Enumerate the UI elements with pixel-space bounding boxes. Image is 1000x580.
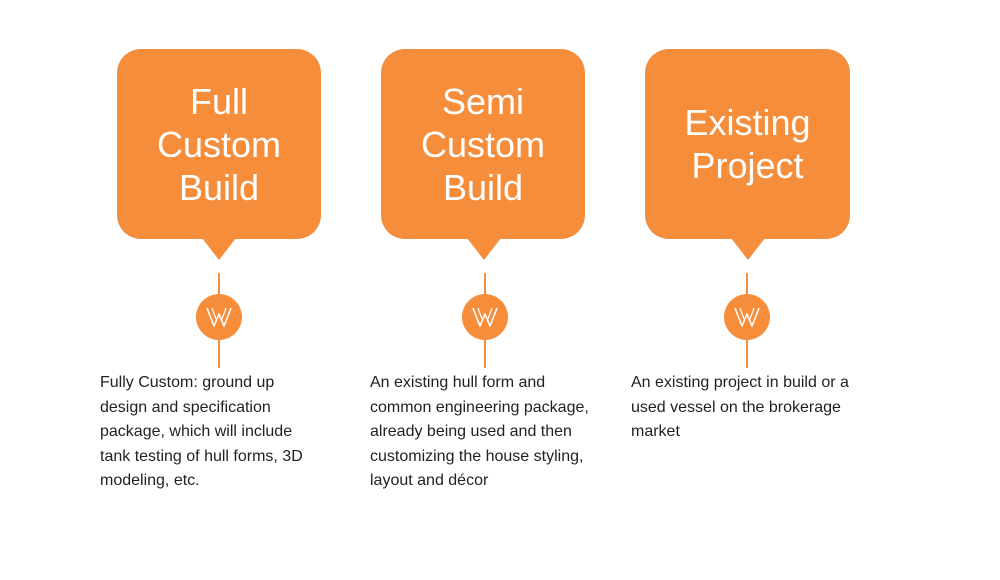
connector-line [484,273,486,295]
connector-line [218,273,220,295]
option-bubble: Full Custom Build [117,49,321,239]
option-title: Semi Custom Build [420,80,546,208]
bubble-pointer [731,238,765,260]
option-full-custom: Full Custom Build Fully Custom: ground u… [0,0,321,580]
option-description: Fully Custom: ground up design and speci… [100,374,303,490]
option-bubble: Existing Project [645,49,850,239]
option-description: An existing project in build or a used v… [631,374,849,441]
w-monogram-icon [724,294,770,340]
connector-line [218,338,220,368]
w-monogram-icon [196,294,242,340]
connector-line [746,338,748,368]
option-existing-project: Existing Project An existing project in … [0,0,850,580]
bubble-pointer [202,238,236,260]
connector-line [484,338,486,368]
bubble-pointer [467,238,501,260]
w-monogram-icon [462,294,508,340]
option-description: An existing hull form and common enginee… [370,374,589,490]
option-bubble: Semi Custom Build [381,49,585,239]
connector-line [746,273,748,295]
option-title: Existing Project [684,102,811,186]
option-semi-custom: Semi Custom Build An existing hull form … [0,0,589,580]
option-title: Full Custom Build [156,80,282,208]
